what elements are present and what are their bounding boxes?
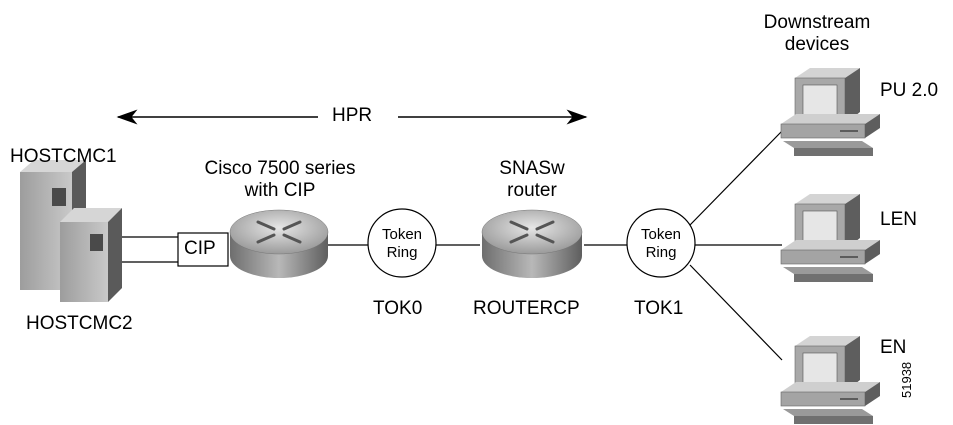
device-len-label: LEN <box>880 209 917 230</box>
downstream-line2: devices <box>784 34 850 55</box>
snasw-router-name: ROUTERCP <box>473 298 580 319</box>
token-ring-0-name: TOK0 <box>373 298 423 319</box>
device-pu20-label: PU 2.0 <box>880 80 939 101</box>
cisco-router-line1: Cisco 7500 series <box>204 158 356 179</box>
link-tok1-pu20 <box>689 130 783 226</box>
downstream-line1: Downstream <box>763 12 871 33</box>
token-ring-0-line1: Token <box>381 226 423 243</box>
token-ring-0-label: Token Ring <box>367 226 437 262</box>
token-ring-0-line2: Ring <box>386 244 418 261</box>
cip-box <box>177 232 229 267</box>
snasw-router-label: SNASw router <box>482 158 582 202</box>
link-tok1-en <box>689 264 783 361</box>
cip-label: CIP <box>184 238 216 259</box>
cisco-router-icon <box>229 209 329 278</box>
hpr-label: HPR <box>332 105 373 126</box>
host2-icon <box>60 208 122 302</box>
token-ring-1-line1: Token <box>640 226 682 243</box>
pc-en-icon <box>780 336 880 424</box>
snasw-router-line2: router <box>507 180 557 201</box>
cisco-router-label: Cisco 7500 series with CIP <box>170 158 390 202</box>
pc-len-icon <box>780 194 880 282</box>
device-en-label: EN <box>880 337 907 358</box>
host2-label: HOSTCMC2 <box>26 313 133 334</box>
host1-label: HOSTCMC1 <box>10 146 117 167</box>
cisco-router-line2: with CIP <box>244 180 316 201</box>
token-ring-0-circle <box>367 208 437 278</box>
token-ring-1-name: TOK1 <box>634 298 684 319</box>
token-ring-1-label: Token Ring <box>626 226 696 262</box>
token-ring-1-circle <box>626 208 696 278</box>
snasw-router-line1: SNASw <box>499 158 565 179</box>
downstream-label: Downstream devices <box>752 12 882 56</box>
figure-id: 51938 <box>899 362 914 398</box>
pc-template <box>780 68 880 156</box>
snasw-router-icon <box>481 209 583 278</box>
token-ring-1-line2: Ring <box>645 244 677 261</box>
